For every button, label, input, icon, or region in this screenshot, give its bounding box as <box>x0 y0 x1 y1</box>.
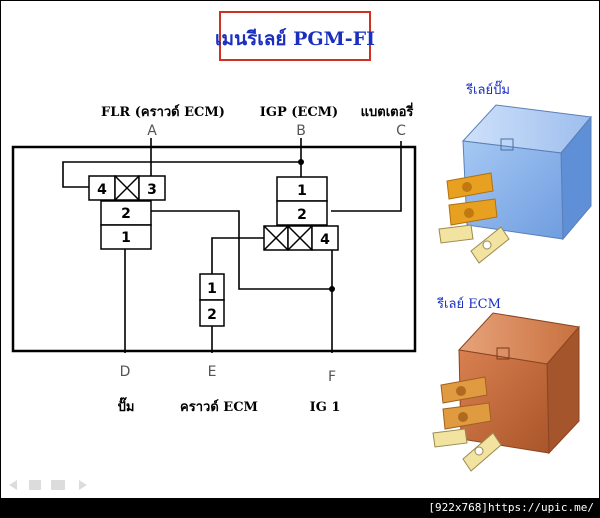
pin-d-label: ปั๊ม <box>118 397 135 415</box>
ecm-relay-label: รีเลย์ ECM <box>436 296 501 312</box>
junction-dot <box>329 286 335 292</box>
menu-icon[interactable] <box>51 480 65 490</box>
diode-pin-1: 1 <box>207 281 217 297</box>
pin-f-letter: F <box>328 369 336 385</box>
right-relay <box>263 176 339 251</box>
title-box: เมนรีเลย์ PGM-FI <box>215 11 375 61</box>
page-title: เมนรีเลย์ PGM-FI <box>215 28 375 50</box>
pump-relay-label: รีเลย์ปั๊ม <box>465 80 510 98</box>
left-relay-pin-3: 3 <box>147 182 157 198</box>
relay-housing-outline <box>11 145 417 353</box>
footer-watermark: [922x768]https://upic.me/ <box>0 498 600 518</box>
pin-a-letter: A <box>147 123 157 139</box>
right-relay-pin-4: 4 <box>320 232 330 248</box>
slide-toolbar[interactable] <box>9 480 87 490</box>
pin-b-label: IGP (ECM) <box>260 105 338 120</box>
ecm-relay-image <box>432 312 580 472</box>
pin-e-letter: E <box>208 364 217 380</box>
junction-dot <box>298 159 304 165</box>
next-arrow-icon[interactable] <box>79 480 87 490</box>
left-relay-pin-1: 1 <box>121 230 131 246</box>
pen-icon[interactable] <box>29 480 41 490</box>
prev-arrow-icon[interactable] <box>9 480 17 490</box>
pump-relay-image <box>438 104 592 264</box>
pin-b-letter: B <box>296 123 306 139</box>
slide-canvas: เมนรีเลย์ PGM-FI <box>1 1 599 498</box>
right-relay-pin-1: 1 <box>297 183 307 199</box>
wiring <box>62 138 402 353</box>
pin-f-label: IG 1 <box>310 400 341 415</box>
diode-block <box>199 273 225 327</box>
pin-a-label: FLR (คราวด์ ECM) <box>101 104 225 120</box>
left-relay <box>88 175 166 250</box>
right-relay-pin-2: 2 <box>297 207 307 223</box>
pin-c-label: แบตเตอรี่ <box>361 102 414 120</box>
pin-d-letter: D <box>120 364 131 380</box>
diode-pin-2: 2 <box>207 307 217 323</box>
left-relay-pin-2: 2 <box>121 206 131 222</box>
pin-e-label: คราวด์ ECM <box>180 399 258 415</box>
pin-c-letter: C <box>396 123 406 139</box>
relay-diagram: เมนรีเลย์ PGM-FI <box>9 11 592 490</box>
left-relay-pin-4: 4 <box>97 182 107 198</box>
